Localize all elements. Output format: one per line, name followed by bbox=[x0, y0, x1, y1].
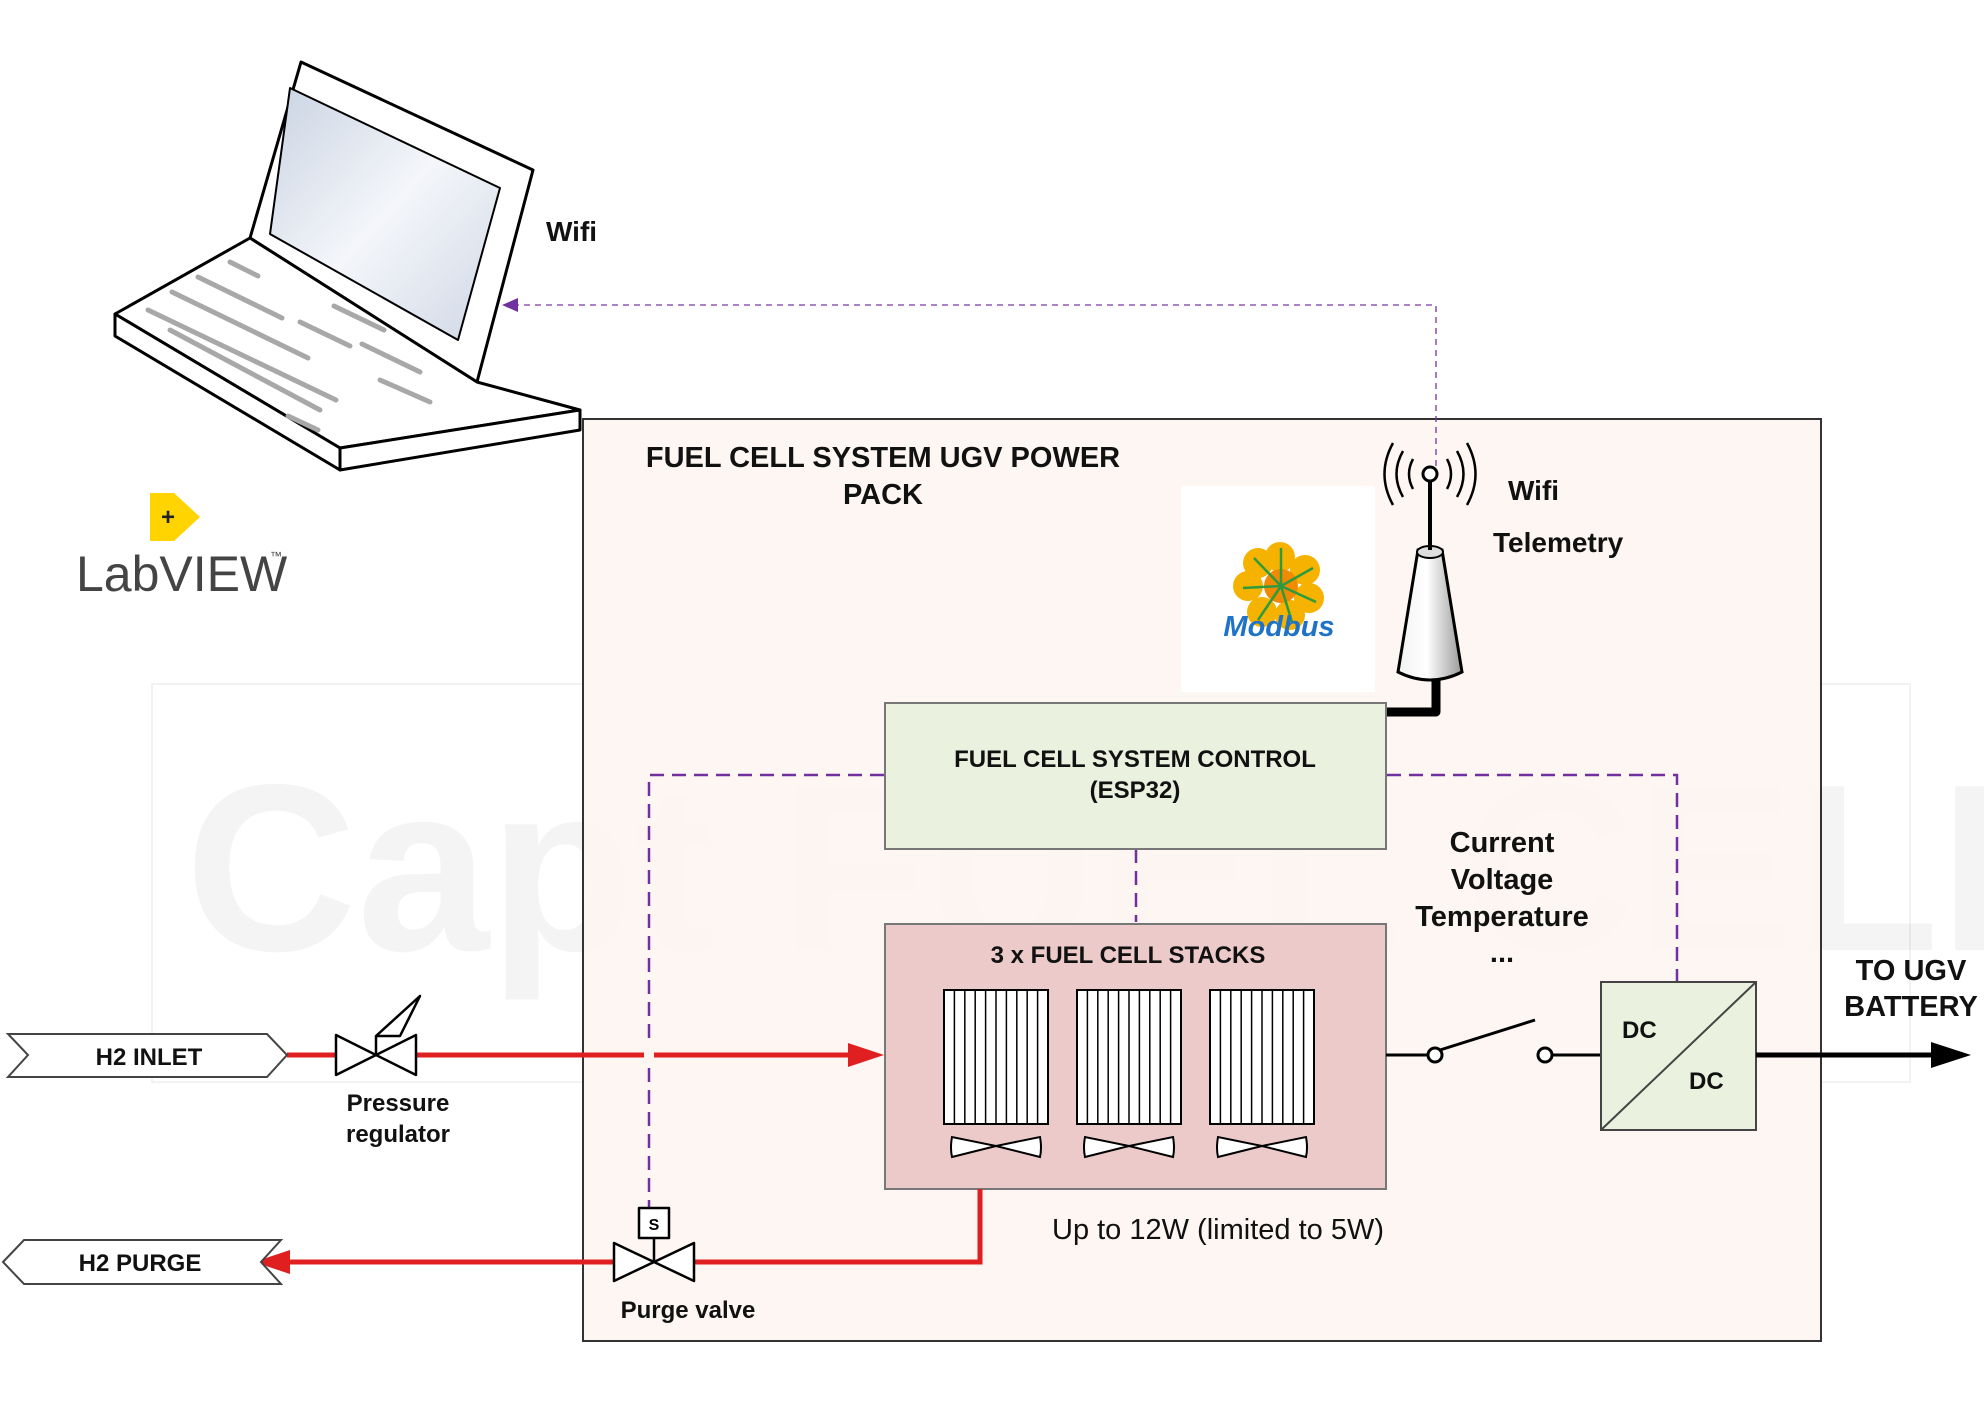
signal-more: ... bbox=[1490, 937, 1514, 969]
purge-line-a bbox=[694, 1189, 983, 1265]
stacks-power-note: Up to 12W (limited to 5W) bbox=[1052, 1214, 1384, 1246]
h2-inlet-label: H2 INLET bbox=[96, 1044, 203, 1071]
switch-blade bbox=[1439, 1018, 1536, 1052]
power-pack-title-1: FUEL CELL SYSTEM UGV POWER bbox=[646, 442, 1120, 474]
regulator-label-1: Pressure bbox=[347, 1090, 450, 1117]
dcdc-converter: DC DC bbox=[1600, 981, 1757, 1131]
laptop-icon bbox=[113, 60, 582, 472]
measured-signals-label: Current Voltage Temperature ... bbox=[1415, 827, 1589, 969]
control-box bbox=[884, 702, 1387, 850]
wifi-link-arrowhead bbox=[502, 298, 518, 312]
power-pack-title-2: PACK bbox=[843, 479, 923, 511]
fuel-cell-stack bbox=[1076, 989, 1182, 1159]
dcdc-in-label: DC bbox=[1622, 1017, 1657, 1044]
dcdc-out-label: DC bbox=[1689, 1068, 1724, 1095]
signal-lines bbox=[647, 773, 1679, 1212]
cooling-fan-icon bbox=[1216, 1135, 1308, 1159]
h2-inlet-arrowhead bbox=[848, 1043, 884, 1067]
purge-arrowhead bbox=[254, 1250, 290, 1274]
labview-logo-text: LabVIEW bbox=[76, 546, 288, 602]
laptop-keyboard bbox=[145, 259, 433, 433]
radio-waves-icon bbox=[1383, 442, 1477, 506]
telemetry-label: Telemetry bbox=[1493, 527, 1624, 558]
purge-valve-label: Purge valve bbox=[621, 1297, 756, 1324]
cooling-fan-icon bbox=[950, 1135, 1042, 1159]
h2-purge-connector: H2 PURGE bbox=[1, 1239, 284, 1285]
laptop-wifi-label: Wifi bbox=[546, 216, 597, 247]
signal-voltage: Voltage bbox=[1451, 864, 1554, 896]
modbus-logo-text: Modbus bbox=[1223, 611, 1334, 643]
labview-logo: + LabVIEW ™ bbox=[76, 493, 288, 602]
labview-badge bbox=[150, 493, 200, 541]
fuel-cell-stack bbox=[1209, 989, 1315, 1159]
dcdc-diagonal bbox=[1600, 981, 1757, 1131]
control-title: FUEL CELL SYSTEM CONTROL bbox=[954, 746, 1316, 773]
output-label-2: BATTERY bbox=[1844, 991, 1978, 1023]
labview-tm-mark: ™ bbox=[270, 549, 282, 563]
control-to-dcdc-line bbox=[1387, 773, 1679, 982]
output-label-1: TO UGV bbox=[1856, 955, 1967, 987]
labview-plus-icon: + bbox=[161, 504, 175, 531]
fuel-cell-stacks bbox=[943, 989, 1315, 1159]
modbus-network-icon bbox=[1242, 548, 1317, 623]
control-to-purge-valve-line bbox=[647, 773, 884, 1212]
antenna-icon bbox=[1383, 442, 1477, 717]
line-crossing-gap bbox=[644, 1046, 654, 1064]
h2-inlet-connector: H2 INLET bbox=[5, 1033, 289, 1078]
cooling-fan-icon bbox=[1083, 1135, 1175, 1159]
signal-temperature: Temperature bbox=[1415, 901, 1589, 933]
stacks-title: 3 x FUEL CELL STACKS bbox=[991, 942, 1266, 969]
fuel-cell-stack bbox=[943, 989, 1049, 1159]
regulator-label-2: regulator bbox=[346, 1121, 450, 1148]
solenoid-icon bbox=[637, 1206, 671, 1240]
output-switch bbox=[1386, 1018, 1601, 1064]
modbus-logo: Modbus bbox=[1181, 486, 1375, 692]
solenoid-mark: S bbox=[649, 1217, 660, 1234]
control-subtitle: (ESP32) bbox=[1090, 777, 1181, 804]
output-arrowhead bbox=[1931, 1042, 1971, 1068]
signal-current: Current bbox=[1450, 827, 1555, 859]
h2-purge-label: H2 PURGE bbox=[79, 1250, 202, 1277]
antenna-wifi-label: Wifi bbox=[1508, 475, 1559, 506]
pressure-regulator-icon bbox=[334, 994, 422, 1077]
purge-valve-icon bbox=[612, 1206, 696, 1283]
